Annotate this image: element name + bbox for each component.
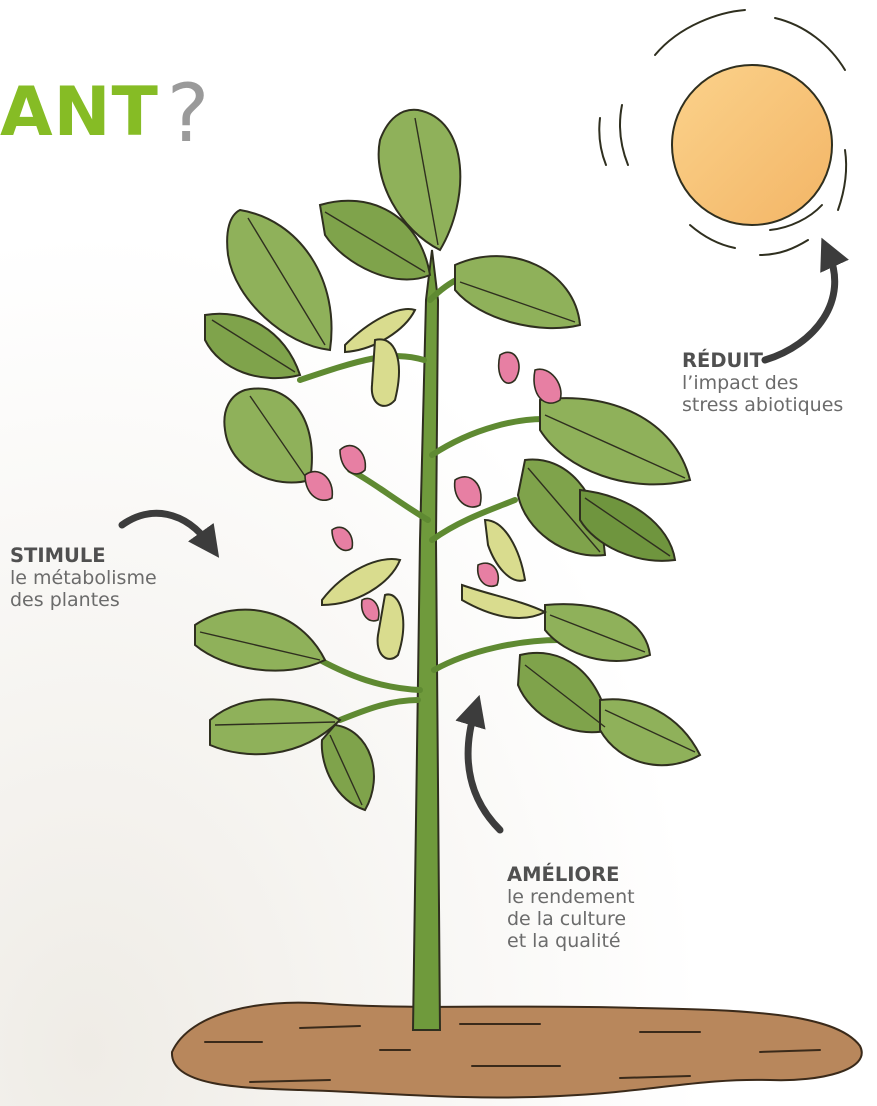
soil-mound xyxy=(172,1003,862,1098)
callout-line: des plantes xyxy=(10,589,157,611)
callout-line: le rendement xyxy=(507,886,635,908)
callout-line: stress abiotiques xyxy=(682,394,843,416)
plant-stem xyxy=(413,250,440,1030)
callout-line: et la qualité xyxy=(507,930,635,952)
callout-stimule: STIMULE le métabolisme des plantes xyxy=(10,545,157,611)
callout-line: de la culture xyxy=(507,908,635,930)
sun-icon xyxy=(599,10,846,255)
callout-heading: STIMULE xyxy=(10,545,157,567)
arrow-reduit xyxy=(765,252,835,360)
callout-ameliore: AMÉLIORE le rendement de la culture et l… xyxy=(507,864,635,952)
callout-line: le métabolisme xyxy=(10,567,157,589)
callout-heading: AMÉLIORE xyxy=(507,864,635,886)
callout-reduit: RÉDUIT l’impact des stress abiotiques xyxy=(682,350,843,416)
arrow-ameliore xyxy=(468,710,500,830)
callout-heading: RÉDUIT xyxy=(682,350,843,372)
arrow-stimule xyxy=(122,513,210,545)
callout-line: l’impact des xyxy=(682,372,843,394)
plant-leaves xyxy=(195,110,700,810)
